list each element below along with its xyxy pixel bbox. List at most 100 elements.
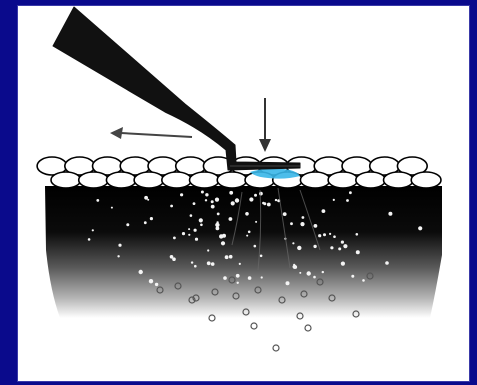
particle-ring [251, 323, 257, 329]
surface-cell [190, 172, 220, 188]
particle-dot [313, 276, 316, 279]
particle-dot [193, 202, 196, 205]
particle-dot [323, 233, 326, 236]
particle-dot [216, 227, 220, 231]
particle-dot [356, 233, 359, 236]
particle-dot [96, 199, 99, 202]
particle-dot [229, 217, 233, 221]
particle-dot [341, 262, 345, 266]
particle-dot [330, 246, 333, 249]
particle-dot [313, 245, 316, 248]
particle-dot [259, 192, 263, 196]
particle-dot [188, 234, 190, 236]
particle-dot [318, 234, 321, 237]
surface-cell [217, 172, 247, 188]
particle-dot [180, 193, 183, 196]
particle-dot [329, 233, 331, 235]
particle-dot [155, 283, 158, 286]
surface-cell [411, 172, 441, 188]
particle-dot [173, 237, 176, 240]
particle-dot [314, 224, 318, 228]
particle-dot [215, 199, 218, 202]
particle-dot [302, 216, 305, 219]
particle-dot [333, 235, 336, 238]
particle-dot [299, 272, 301, 274]
particle-dot [235, 198, 239, 202]
particle-dot [221, 241, 225, 245]
particle-dot [260, 255, 263, 258]
movement-arrow-left [110, 127, 192, 139]
particle-dot [170, 205, 173, 208]
particle-dot [147, 199, 149, 201]
particle-dot [267, 203, 271, 207]
particle-dot [139, 270, 143, 274]
particle-dot [300, 222, 304, 226]
surface-cell [134, 172, 164, 188]
particle-dot [195, 238, 198, 241]
particle-dot [170, 255, 174, 259]
particle-dot [418, 226, 422, 230]
particle-dot [194, 265, 197, 268]
particle-dot [199, 218, 203, 222]
particle-ring [305, 325, 311, 331]
particle-dot [229, 255, 233, 259]
particle-dot [88, 238, 91, 241]
pressure-arrow-down [259, 98, 271, 152]
particle-dot [223, 276, 227, 280]
particle-dot [236, 274, 240, 278]
particle-dot [225, 255, 229, 259]
particle-dot [297, 246, 301, 250]
particle-ring [273, 345, 279, 351]
particle-dot [201, 191, 204, 194]
particle-dot [385, 261, 389, 265]
particle-dot [144, 221, 147, 224]
surface-cell [79, 172, 109, 188]
particle-dot [207, 261, 211, 265]
particle-dot [190, 214, 193, 217]
particle-dot [245, 212, 249, 216]
particle-dot [275, 199, 277, 201]
particle-dot [92, 229, 94, 231]
surface-cell [106, 172, 136, 188]
particle-dot [263, 202, 266, 205]
particle-dot [290, 222, 293, 225]
surface-cell [356, 172, 386, 188]
particle-dot [150, 217, 153, 220]
particle-dot [293, 264, 295, 266]
particle-dot [322, 209, 326, 213]
particle-dot [261, 276, 263, 278]
particle-dot [118, 244, 121, 247]
particle-dot [144, 196, 148, 200]
particle-dot [205, 193, 208, 196]
particle-dot [237, 282, 239, 284]
surface-cell [51, 172, 81, 188]
particle-dot [211, 262, 215, 266]
particle-dot [231, 201, 235, 205]
particle-dot [343, 244, 347, 248]
particle-dot [286, 281, 290, 285]
particle-dot [388, 212, 392, 216]
particle-dot [194, 229, 197, 232]
particle-dot [292, 242, 294, 244]
particle-dot [222, 234, 226, 238]
particle-dot [346, 199, 349, 202]
particle-dot [126, 223, 129, 226]
particle-dot [191, 261, 193, 263]
particle-dot [149, 279, 153, 283]
particle-dot [215, 223, 219, 227]
particle-dot [338, 247, 341, 250]
particle-dot [239, 263, 241, 265]
surface-cell [300, 172, 330, 188]
particle-dot [246, 235, 248, 237]
particle-dot [211, 200, 214, 203]
particle-dot [111, 207, 113, 209]
particle-dot [254, 194, 257, 197]
particle-dot [349, 191, 352, 194]
particle-dot [211, 205, 215, 209]
surface-cell [162, 172, 192, 188]
particle-dot [229, 191, 233, 195]
particle-dot [117, 255, 119, 257]
tissue-layer [45, 186, 442, 318]
